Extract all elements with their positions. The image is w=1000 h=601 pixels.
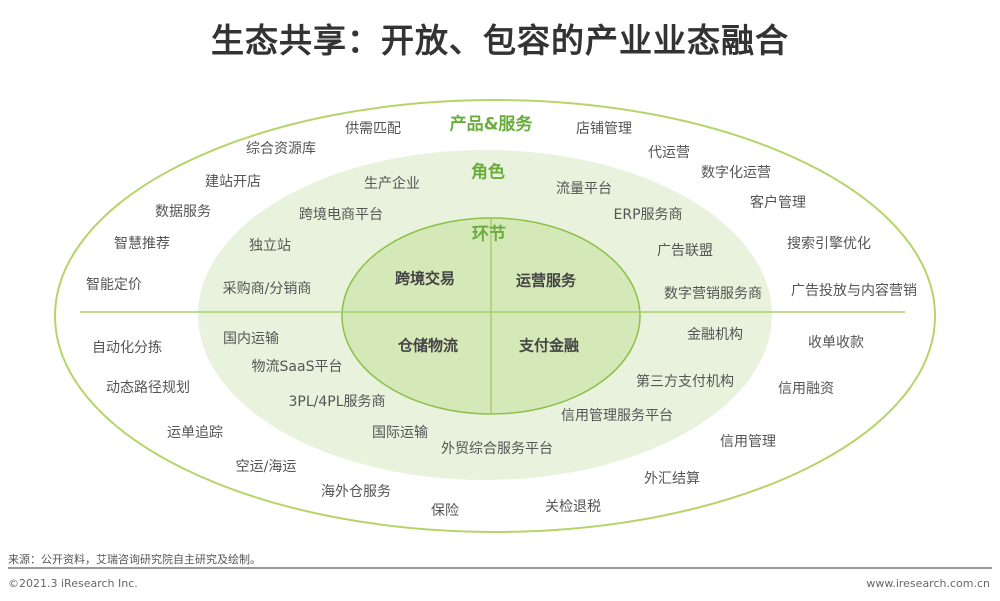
service-label: 代运营 [648,145,690,161]
service-label: 收单收款 [808,335,864,351]
role-label: 国际运输 [372,425,428,441]
service-label: 搜索引擎优化 [787,236,871,252]
service-label: 供需匹配 [345,121,401,137]
role-label: 信用管理服务平台 [561,408,673,424]
service-label: 智慧推荐 [114,236,170,252]
service-label: 店铺管理 [576,121,632,137]
role-label: 流量平台 [556,181,612,197]
service-label: 空运/海运 [235,459,297,475]
page-title: 生态共享：开放、包容的产业业态融合 [211,21,789,60]
role-label: 物流SaaS平台 [251,359,343,375]
service-label: 海外仓服务 [321,484,391,500]
role-label: 生产企业 [364,176,420,192]
quadrant-label: 跨境交易 [394,269,456,288]
service-label: 综合资源库 [246,141,316,157]
service-label: 数据服务 [155,204,211,220]
service-label: 信用管理 [720,434,776,450]
quadrant-label: 支付金融 [518,336,580,355]
heading-stages: 环节 [472,224,506,245]
role-label: ERP服务商 [613,207,683,223]
service-label: 关检退税 [545,499,601,515]
heading-roles: 角色 [471,162,505,183]
service-label: 外汇结算 [644,471,700,487]
website: www.iresearch.com.cn [866,577,990,590]
copyright: ©2021.3 iResearch Inc. [8,577,138,590]
role-label: 独立站 [249,238,291,254]
role-label: 金融机构 [687,327,743,343]
service-label: 自动化分拣 [92,340,162,356]
role-label: 采购商/分销商 [222,281,312,297]
source-note: 来源：公开资料，艾瑞咨询研究院自主研究及绘制。 [8,553,261,566]
role-label: 数字营销服务商 [664,286,762,302]
service-label: 保险 [431,503,459,519]
service-label: 动态路径规划 [106,380,190,396]
role-label: 3PL/4PL服务商 [288,394,386,410]
role-label: 第三方支付机构 [636,374,734,390]
service-label: 智能定价 [86,277,142,293]
quadrant-label: 运营服务 [515,271,577,290]
heading-products-services: 产品&服务 [449,114,533,135]
role-label: 外贸综合服务平台 [441,441,553,457]
service-label: 广告投放与内容营销 [791,283,917,299]
service-label: 信用融资 [778,381,834,397]
service-label: 数字化运营 [701,165,771,181]
role-label: 国内运输 [223,331,279,347]
footer-divider [8,567,992,569]
role-label: 跨境电商平台 [299,207,383,223]
service-label: 建站开店 [205,174,261,190]
role-label: 广告联盟 [657,243,713,259]
service-label: 客户管理 [750,195,806,211]
quadrant-label: 仓储物流 [397,336,459,355]
service-label: 运单追踪 [167,425,223,441]
